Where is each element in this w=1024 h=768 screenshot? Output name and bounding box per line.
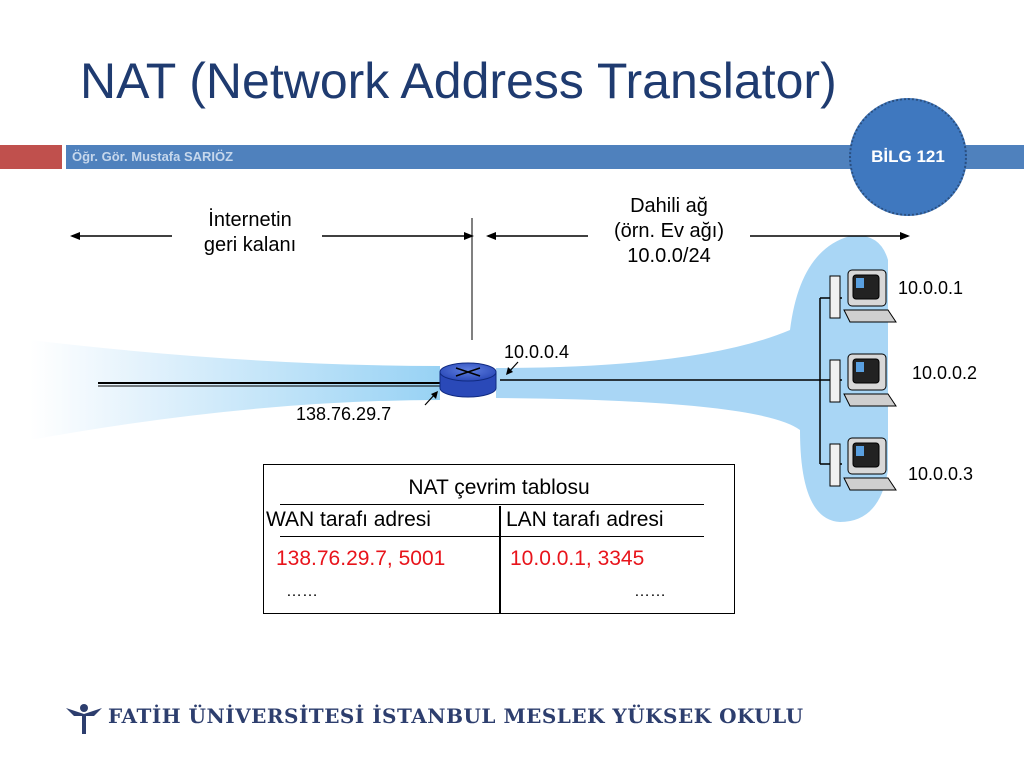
internal-label-line1: Dahili ağ bbox=[630, 195, 708, 217]
lan-column-header: LAN tarafı adresi bbox=[506, 508, 664, 531]
slide-title: NAT (Network Address Translator) bbox=[80, 53, 837, 109]
computer-icon bbox=[829, 269, 897, 323]
internet-label-line1: İnternetin bbox=[208, 209, 292, 231]
host-3-ip: 10.0.0.3 bbox=[908, 464, 974, 484]
internet-label-line2: geri kalanı bbox=[203, 234, 297, 256]
router-icon bbox=[439, 362, 497, 398]
router-wan-ip: 138.76.29.7 bbox=[296, 404, 392, 424]
nat-translation-table bbox=[263, 464, 735, 614]
footer-institution: FATİH ÜNİVERSİTESİ İSTANBUL MESLEK YÜKSE… bbox=[108, 704, 804, 728]
nat-table-title: NAT çevrim tablosu bbox=[408, 476, 590, 499]
host-2-ip: 10.0.0.2 bbox=[912, 363, 978, 383]
computer-icon bbox=[829, 437, 897, 491]
computer-icon bbox=[829, 353, 897, 407]
university-logo bbox=[66, 704, 102, 734]
lan-cell: 10.0.0.1, 3345 bbox=[510, 547, 645, 570]
internal-label-line3: 10.0.0/24 bbox=[627, 245, 711, 267]
wan-column-header: WAN tarafı adresi bbox=[266, 508, 431, 531]
internet-label: İnternetin geri kalanı bbox=[170, 208, 330, 258]
table-column-divider bbox=[499, 506, 501, 613]
course-badge-label: BİLG 121 bbox=[871, 147, 945, 166]
table-title-divider bbox=[280, 504, 704, 505]
wan-cell-ellipsis: …… bbox=[286, 583, 318, 600]
wan-link-glow bbox=[30, 340, 440, 440]
internal-network-label: Dahili ağ (örn. Ev ağı) 10.0.0/24 bbox=[584, 194, 754, 269]
wan-cell: 138.76.29.7, 5001 bbox=[276, 547, 446, 570]
table-header-divider bbox=[280, 536, 704, 537]
lan-network-glow bbox=[496, 235, 888, 522]
router-lan-ip: 10.0.0.4 bbox=[504, 342, 570, 362]
internal-label-line2: (örn. Ev ağı) bbox=[613, 220, 725, 242]
author-name: Öğr. Gör. Mustafa SARIÖZ bbox=[72, 149, 234, 164]
accent-bar bbox=[0, 145, 62, 169]
lan-cell-ellipsis: …… bbox=[634, 583, 666, 600]
course-badge: BİLG 121 bbox=[849, 98, 967, 216]
host-1-ip: 10.0.0.1 bbox=[898, 278, 964, 298]
